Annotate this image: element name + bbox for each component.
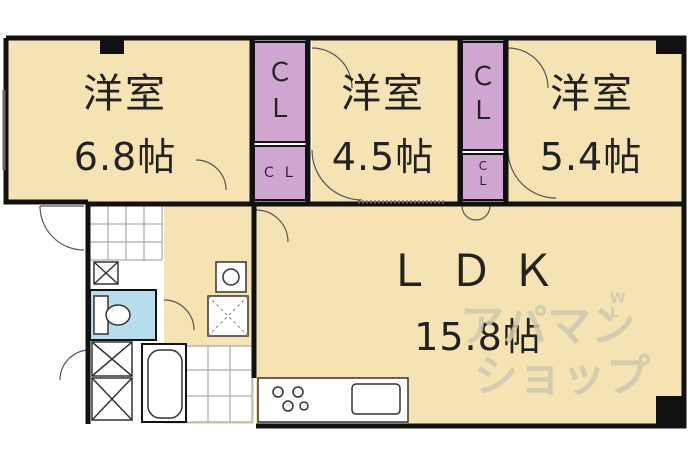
room-western-b-size: 4.5帖 bbox=[331, 135, 435, 179]
closet-a-label-bottom: Ｌ bbox=[266, 94, 293, 124]
kitchen-sink bbox=[351, 383, 401, 415]
closet-b-label-bottom: Ｌ bbox=[469, 96, 496, 126]
closet-b-label-top: Ｃ bbox=[469, 62, 496, 92]
watermark-logo-line1: アパマン bbox=[460, 301, 636, 352]
ldk-name: ＬＤＫ bbox=[387, 246, 573, 297]
entry-floor bbox=[196, 152, 252, 202]
washer-pan bbox=[207, 295, 249, 337]
room-western-a-name: 洋室 bbox=[83, 71, 167, 117]
toilet-bowl bbox=[105, 304, 131, 326]
stove-burners bbox=[272, 386, 309, 412]
watermark-badge: WL bbox=[610, 291, 626, 321]
walls bbox=[3, 35, 687, 429]
ldk-size: 15.8帖 bbox=[414, 315, 542, 359]
room-western-a-size: 6.8帖 bbox=[73, 135, 177, 179]
closet-b-small bbox=[461, 153, 505, 201]
closet-a-small-label: ＣＬ bbox=[262, 165, 302, 181]
closet-a-small bbox=[253, 145, 307, 201]
pillars bbox=[100, 38, 684, 426]
windows bbox=[2, 90, 446, 204]
room-western-b-floor bbox=[312, 40, 458, 202]
closet-a-label-top: Ｃ bbox=[266, 58, 293, 88]
door-swings bbox=[39, 47, 557, 381]
closet-b-small-label-bottom: Ｌ bbox=[476, 174, 489, 188]
storage-boxes bbox=[91, 261, 133, 421]
bathtub bbox=[147, 349, 183, 419]
tile-area bbox=[89, 205, 253, 423]
room-western-c-floor bbox=[508, 40, 682, 202]
room-western-b-name: 洋室 bbox=[341, 71, 425, 117]
room-western-c-name: 洋室 bbox=[550, 71, 634, 117]
closet-b-small-label-top: Ｃ bbox=[476, 159, 489, 173]
watermark-logo-line2: ショップ bbox=[474, 351, 650, 402]
room-western-c-size: 5.4帖 bbox=[539, 135, 643, 179]
